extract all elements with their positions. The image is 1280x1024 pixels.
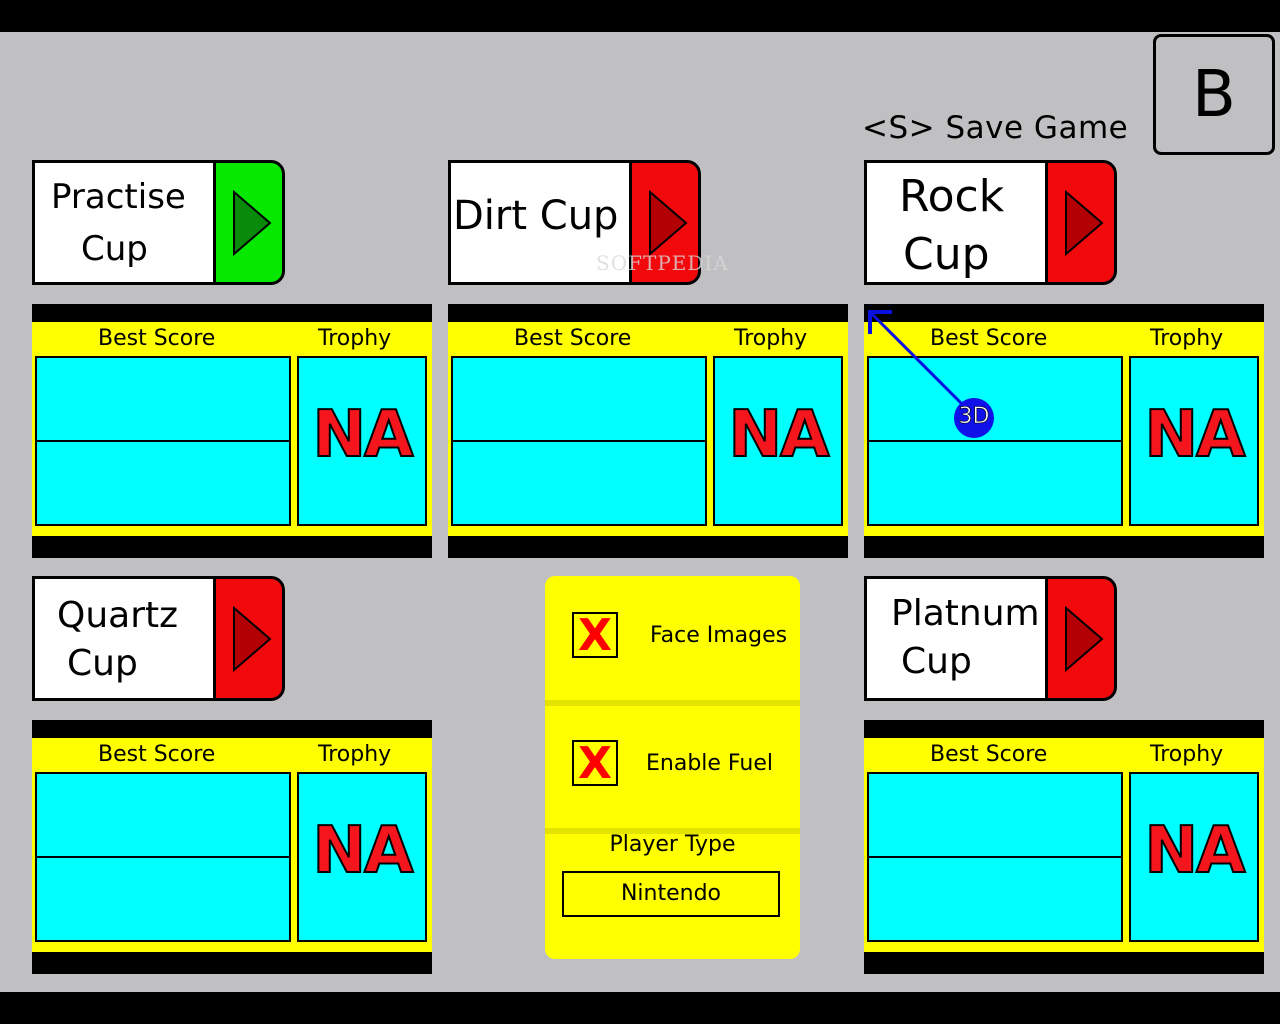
trophy-header: Trophy [734, 326, 808, 351]
save-game-label[interactable]: <S> Save Game [862, 110, 1129, 146]
cup-name-line2: Cup [67, 643, 138, 684]
play-arrow-icon [1065, 190, 1104, 256]
best-score-box [451, 356, 707, 526]
best-score-box [867, 356, 1123, 526]
trophy-value: NA [727, 397, 830, 473]
trophy-value: NA [311, 813, 414, 889]
trophy-header: Trophy [1150, 326, 1224, 351]
best-score-header: Best Score [98, 326, 216, 351]
cup-name-box[interactable]: Quartz Cup [32, 576, 216, 701]
cup-name-line2: Cup [901, 641, 972, 682]
play-button-dirt[interactable] [629, 160, 701, 285]
trophy-value: NA [1143, 813, 1246, 889]
divider [545, 700, 800, 706]
check-x-icon: X [578, 738, 612, 789]
enable-fuel-label: Enable Fuel [646, 751, 773, 776]
trophy-header: Trophy [318, 742, 392, 767]
cup-name-box[interactable]: Platnum Cup [864, 576, 1048, 701]
check-x-icon: X [578, 610, 612, 661]
play-arrow-icon [233, 606, 272, 672]
best-score-header: Best Score [514, 326, 632, 351]
cup-name-box[interactable]: Rock Cup [864, 160, 1048, 285]
enable-fuel-checkbox[interactable]: X [572, 738, 618, 789]
cup-name-line1: Rock [899, 171, 1005, 222]
trophy-box: NA [1129, 356, 1259, 526]
best-score-box [35, 356, 291, 526]
score-panel-platnum: Best Score Trophy NA [864, 720, 1264, 974]
b-button[interactable]: B [1153, 34, 1275, 155]
trophy-box: NA [297, 356, 427, 526]
play-button-practise[interactable] [213, 160, 285, 285]
face-images-label: Face Images [650, 623, 788, 648]
cup-name-line1: Quartz [57, 595, 179, 636]
cursor-label: 3D [958, 404, 990, 430]
cup-name-box[interactable]: Practise Cup [32, 160, 216, 285]
divider [545, 828, 800, 834]
cup-name-line2: Cup [81, 229, 148, 269]
softpedia-watermark: SOFTPEDIA [596, 251, 729, 275]
cup-name-line2: Cup [903, 229, 990, 280]
cup-quartz: Quartz Cup [32, 576, 285, 701]
play-arrow-icon [1065, 606, 1104, 672]
trophy-box: NA [297, 772, 427, 942]
arrow-cursor-icon [868, 310, 994, 438]
play-button-quartz[interactable] [213, 576, 285, 701]
player-type-select[interactable]: Nintendo [562, 871, 780, 917]
best-score-header: Best Score [930, 742, 1048, 767]
score-panel-rock: Best Score Trophy NA [864, 304, 1264, 558]
score-panel-dirt: Best Score Trophy NA [448, 304, 848, 558]
play-button-rock[interactable] [1045, 160, 1117, 285]
cup-practise: Practise Cup [32, 160, 285, 285]
play-button-platnum[interactable] [1045, 576, 1117, 701]
best-score-header: Best Score [98, 742, 216, 767]
score-panel-practise: Best Score Trophy NA [32, 304, 432, 558]
trophy-box: NA [1129, 772, 1259, 942]
trophy-header: Trophy [318, 326, 392, 351]
options-panel: X Face Images X Enable Fuel Player Type … [545, 576, 800, 959]
face-images-checkbox[interactable]: X [572, 610, 618, 661]
cup-select-screen: B <S> Save Game Practise Cup Dirt Cup Ro… [0, 32, 1280, 992]
trophy-header: Trophy [1150, 742, 1224, 767]
trophy-value: NA [1143, 397, 1246, 473]
player-type-label: Player Type [609, 832, 736, 857]
3d-cursor[interactable]: 3D [866, 308, 1000, 446]
best-score-box [35, 772, 291, 942]
play-arrow-icon [649, 190, 688, 256]
play-arrow-icon [233, 190, 272, 256]
cup-name-line1: Dirt Cup [453, 193, 619, 239]
trophy-box: NA [713, 356, 843, 526]
cup-name-line1: Platnum [891, 593, 1040, 634]
cup-name-line1: Practise [51, 177, 186, 217]
trophy-value: NA [311, 397, 414, 473]
score-panel-quartz: Best Score Trophy NA [32, 720, 432, 974]
cup-dirt: Dirt Cup [448, 160, 701, 285]
best-score-header: Best Score [930, 326, 1048, 351]
cup-platnum: Platnum Cup [864, 576, 1117, 701]
best-score-box [867, 772, 1123, 942]
cup-name-box[interactable]: Dirt Cup [448, 160, 632, 285]
cup-rock: Rock Cup [864, 160, 1117, 285]
